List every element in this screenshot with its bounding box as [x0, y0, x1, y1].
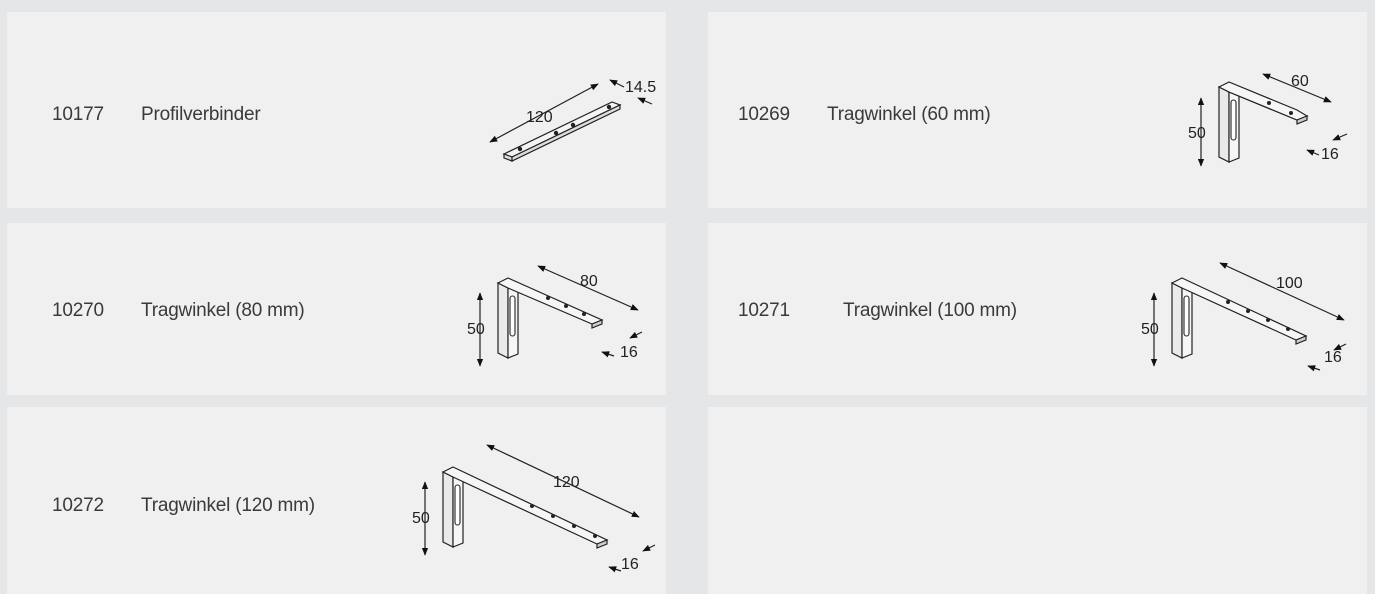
product-card-10272: 10272 Tragwinkel (120 mm) 50 120 16 — [7, 407, 666, 594]
height-label: 50 — [1188, 125, 1206, 142]
product-code: 10272 — [52, 495, 104, 516]
product-name: Tragwinkel (80 mm) — [141, 300, 305, 321]
height-label: 50 — [1141, 321, 1159, 338]
width-label: 16 — [621, 556, 639, 573]
width-label: 14.5 — [625, 79, 656, 96]
width-label: 16 — [1321, 146, 1339, 163]
tragwinkel-60-drawing: 50 60 16 — [1188, 73, 1348, 167]
height-label: 50 — [412, 510, 430, 527]
product-name: Tragwinkel (100 mm) — [843, 300, 1017, 321]
width-label: 16 — [620, 344, 638, 361]
tragwinkel-80-drawing: 50 80 16 — [467, 265, 643, 367]
length-label: 100 — [1276, 275, 1303, 292]
empty-card — [708, 407, 1367, 594]
product-code: 10271 — [738, 300, 790, 321]
product-name: Tragwinkel (120 mm) — [141, 495, 315, 516]
product-code: 10177 — [52, 104, 104, 125]
profilverbinder-drawing: 120 14.5 — [489, 79, 656, 162]
product-card-10177: 10177 Profilverbinder 120 14.5 — [7, 12, 666, 208]
length-label: 120 — [553, 474, 580, 491]
product-code: 10269 — [738, 104, 790, 125]
product-name: Tragwinkel (60 mm) — [827, 104, 991, 125]
length-label: 60 — [1291, 73, 1309, 90]
product-card-10270: 10270 Tragwinkel (80 mm) 50 80 16 — [7, 223, 666, 395]
height-label: 50 — [467, 321, 485, 338]
width-label: 16 — [1324, 349, 1342, 366]
tragwinkel-120-drawing: 50 120 16 — [412, 444, 656, 573]
length-label: 120 — [526, 109, 553, 126]
product-code: 10270 — [52, 300, 104, 321]
tragwinkel-100-drawing: 50 100 16 — [1141, 262, 1347, 372]
length-label: 80 — [580, 273, 598, 290]
product-name: Profilverbinder — [141, 104, 261, 125]
product-card-10271: 10271 Tragwinkel (100 mm) 50 100 16 — [708, 223, 1367, 395]
product-card-10269: 10269 Tragwinkel (60 mm) 50 60 16 — [708, 12, 1367, 208]
